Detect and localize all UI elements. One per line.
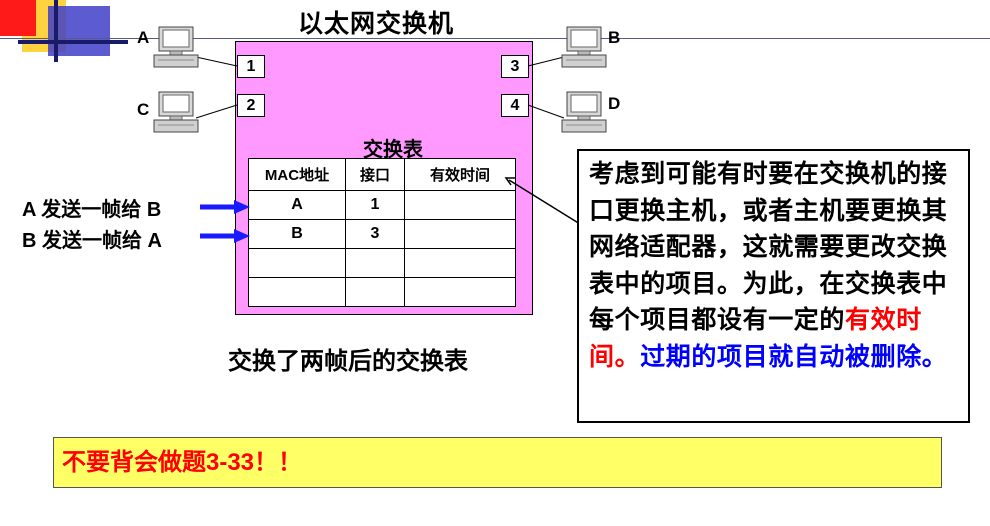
- cell-mac: [248, 248, 346, 278]
- header-mac: MAC地址: [248, 158, 346, 191]
- host-label-c: C: [137, 100, 150, 119]
- diagram-title: 以太网交换机: [298, 10, 455, 38]
- arrow-a-to-table-icon: [200, 200, 250, 214]
- host-label-a: A: [137, 28, 150, 47]
- table-row: [248, 248, 516, 278]
- table-row: [248, 277, 516, 307]
- decor-vertical-bar: [54, 0, 58, 62]
- cable-b: [527, 56, 565, 67]
- cell-mac: [248, 277, 346, 307]
- port-2: 2: [237, 94, 265, 117]
- switch-table: MAC地址 接口 有效时间 A 1 B 3: [248, 158, 516, 307]
- port-1: 1: [237, 55, 265, 78]
- cable-c: [195, 104, 238, 119]
- cell-ttl: [404, 190, 516, 220]
- host-label-d: D: [608, 94, 621, 113]
- header-ttl: 有效时间: [404, 158, 516, 191]
- arrow-b-to-table-icon: [200, 229, 250, 243]
- decor-horizontal-rule: [0, 38, 990, 39]
- figure-caption: 交换了两帧后的交换表: [228, 348, 468, 375]
- table-header-row: MAC地址 接口 有效时间: [248, 158, 516, 191]
- computer-d-icon: [561, 91, 607, 133]
- note-box: 考虑到可能有时要在交换机的接口更换主机，或者主机要更换其网络适配器，这就需要更改…: [577, 149, 970, 423]
- header-port: 接口: [345, 158, 405, 191]
- cable-d: [527, 104, 565, 119]
- cable-a: [195, 56, 238, 67]
- send-label-b-to-a: B 发送一帧给 A: [22, 230, 162, 252]
- callout-arrowhead-icon: [504, 177, 515, 186]
- note-highlight-blue: 过期的项目就自动被删除。: [640, 342, 948, 371]
- note-highlight-red: 有效时间。: [589, 306, 922, 371]
- cell-port: [345, 248, 405, 278]
- host-label-b: B: [608, 28, 621, 47]
- table-row: A 1: [248, 190, 516, 220]
- computer-c-icon: [153, 91, 199, 133]
- cell-mac: B: [248, 219, 346, 249]
- cell-ttl: [404, 248, 516, 278]
- cell-port: 1: [345, 190, 405, 220]
- computer-a-icon: [153, 26, 199, 68]
- send-label-a-to-b: A 发送一帧给 B: [22, 199, 162, 221]
- computer-b-icon: [561, 26, 607, 68]
- callout-pointer: [508, 179, 581, 225]
- table-row: B 3: [248, 219, 516, 249]
- decor-bar: [18, 40, 128, 44]
- warning-box: 不要背会做题3-33！！: [53, 437, 942, 488]
- cell-ttl: [404, 277, 516, 307]
- table-caption: 交换表: [363, 139, 423, 161]
- port-3: 3: [501, 55, 529, 78]
- note-text: 考虑到可能有时要在交换机的接口更换主机，或者主机要更换其网络适配器，这就需要更改…: [589, 160, 948, 334]
- decor-red-square: [0, 0, 36, 36]
- cell-port: [345, 277, 405, 307]
- decor-blue-square: [48, 6, 110, 56]
